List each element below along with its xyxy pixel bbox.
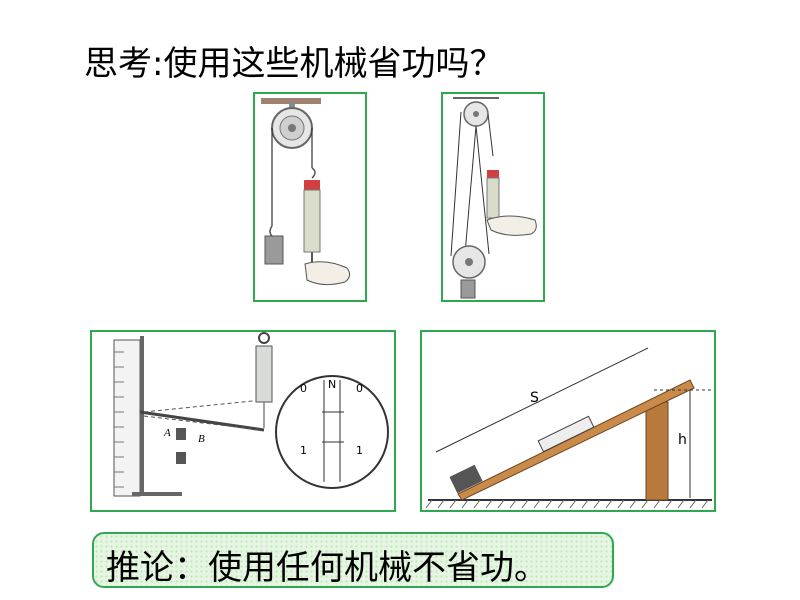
lever-figure: A B 0 0 N 1 1 — [90, 330, 396, 512]
label-s: S — [530, 390, 539, 406]
label-h: h — [678, 432, 687, 448]
dial-0-right: 0 — [356, 382, 363, 395]
fixed-pulley-figure — [253, 92, 367, 302]
dial-1-left: 1 — [300, 444, 307, 457]
dial-n: N — [328, 378, 336, 391]
conclusion-text: 推论：使用任何机械不省功。 — [106, 548, 548, 588]
page-title: 思考:使用这些机械省功吗？ — [84, 44, 504, 84]
movable-pulley-figure — [441, 92, 545, 302]
dial-0-left: 0 — [300, 382, 307, 395]
incline-figure: S h — [420, 330, 716, 512]
label-a: A — [163, 427, 171, 439]
conclusion-box: 推论：使用任何机械不省功。 — [92, 532, 614, 588]
dial-1-right: 1 — [356, 444, 363, 457]
label-b: B — [198, 433, 205, 445]
